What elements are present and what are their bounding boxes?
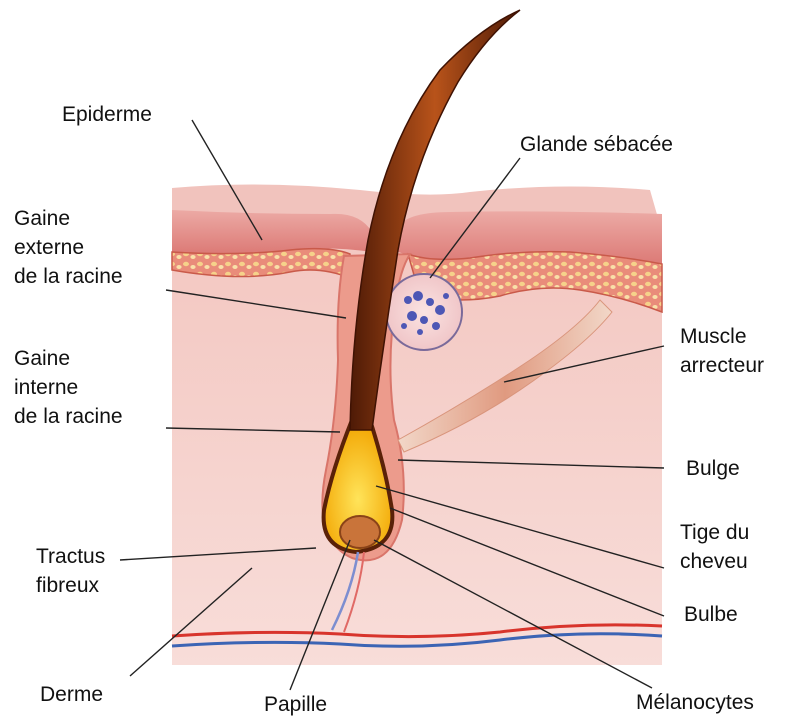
label-tractus-fibreux: Tractus fibreux <box>36 542 105 600</box>
sebaceous-gland <box>386 274 462 350</box>
dermal-papilla <box>340 516 380 548</box>
label-glande-sebacee: Glande sébacée <box>520 130 673 159</box>
label-tige-du-cheveu: Tige du cheveu <box>680 518 749 576</box>
label-epiderme: Epiderme <box>62 100 152 129</box>
label-muscle-arrecteur: Muscle arrecteur <box>680 322 764 380</box>
label-melanocytes: Mélanocytes <box>636 688 754 717</box>
label-derme: Derme <box>40 680 103 709</box>
label-gaine-externe: Gaine externe de la racine <box>14 204 123 291</box>
epidermis-layer <box>172 210 372 254</box>
label-bulbe: Bulbe <box>684 600 738 629</box>
label-gaine-interne: Gaine interne de la racine <box>14 344 123 431</box>
label-bulge: Bulge <box>686 454 740 483</box>
label-papille: Papille <box>264 690 327 719</box>
